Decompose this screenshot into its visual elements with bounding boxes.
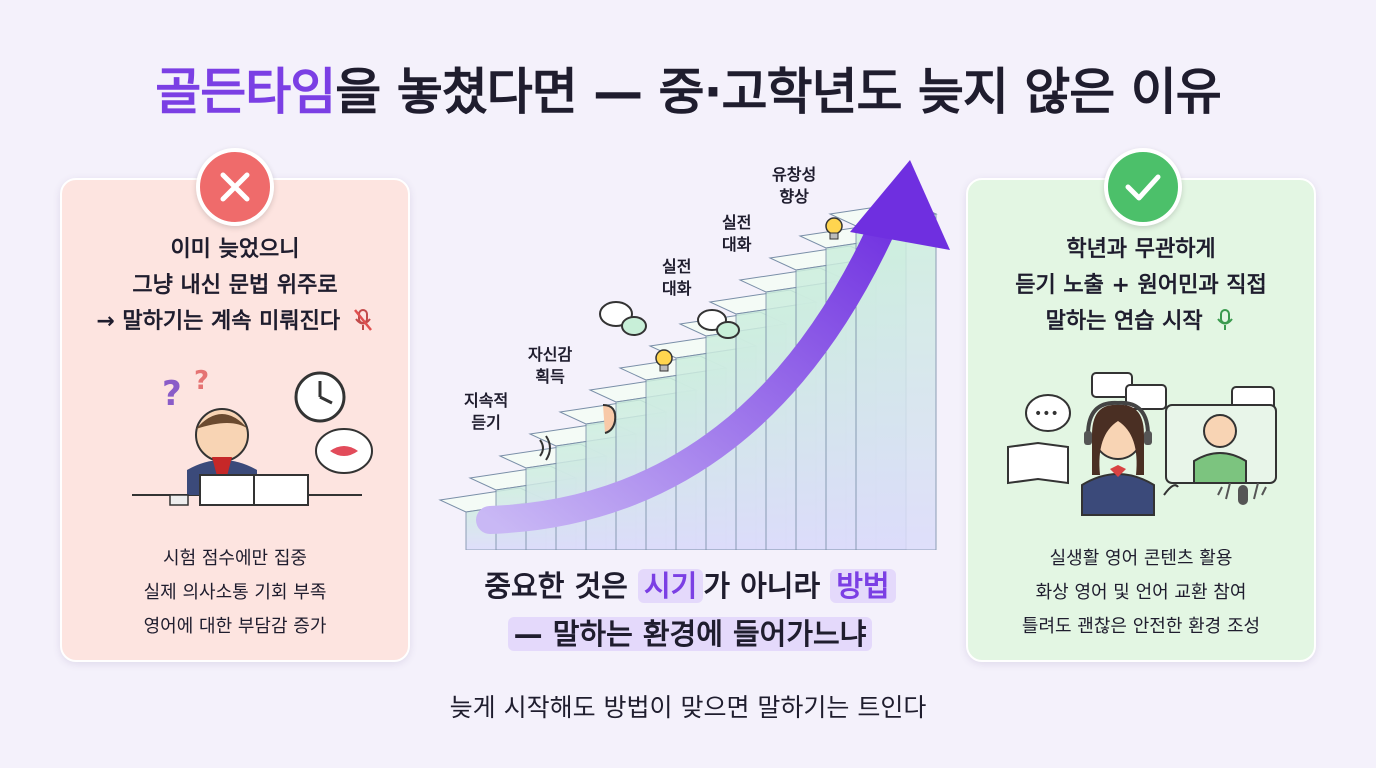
message-highlight: 방법	[830, 569, 896, 603]
step-label: 유창성 향상	[772, 164, 816, 208]
progress-stairs: 지속적 듣기 자신감 획득 실전 대화 실전 대화 유창성 향상	[430, 150, 960, 551]
svg-text:?: ?	[194, 366, 209, 396]
step-label-text: 실전 대화	[662, 257, 692, 298]
step-label-text: 실전 대화	[722, 213, 752, 254]
arrow-head	[850, 160, 950, 250]
svg-text:?: ?	[162, 374, 182, 414]
footer-tagline: 늦게 시작해도 방법이 맞으면 말하기는 트인다	[449, 693, 927, 722]
heading-line: 말하는 연습 시작	[968, 304, 1314, 340]
right-approach-panel: 학년과 무관하게 듣기 노출 + 원어민과 직접 말하는 연습 시작 •••	[966, 178, 1316, 662]
sound-icon	[539, 435, 551, 461]
point-item: 실제 의사소통 기회 부족	[143, 582, 327, 603]
page-title: 골든타임을 놓쳤다면 — 중·고학년도 늦지 않은 이유	[0, 52, 1376, 124]
right-approach-points: 실생활 영어 콘텐츠 활용 화상 영어 및 언어 교환 참여 틀려도 괜찮은 안…	[968, 542, 1314, 644]
chat-icon	[697, 309, 740, 339]
growth-arrow	[476, 196, 904, 534]
point-item: 실생활 영어 콘텐츠 활용	[1049, 548, 1233, 569]
lightbulb-icon	[655, 349, 673, 372]
heading-line: → 말하기는 계속 미뤄진다	[62, 304, 408, 340]
stressed-student-illustration: ? ?	[132, 366, 373, 506]
point-item: 화상 영어 및 언어 교환 참여	[1035, 582, 1247, 603]
title-highlight: 골든타임	[155, 63, 336, 121]
heading-line-text: → 말하기는 계속 미뤄진다	[96, 309, 341, 334]
video-call-student-illustration: •••	[1007, 372, 1277, 516]
step-label: 지속적 듣기	[464, 390, 508, 434]
wrong-approach-heading: 이미 늦었으니 그냥 내신 문법 위주로 → 말하기는 계속 미뤄진다	[62, 232, 408, 340]
svg-text:•••: •••	[1034, 406, 1059, 422]
message-text: 중요한 것은	[484, 569, 638, 603]
heading-line: 이미 늦었으니	[170, 237, 300, 262]
step-label-text: 자신감 획득	[528, 345, 573, 386]
point-item: 시험 점수에만 집중	[163, 548, 307, 569]
step-label-text: 유창성 향상	[772, 165, 817, 206]
message-text: — 말하는 환경에 들어가느냐	[507, 617, 873, 651]
wrong-approach-panel: 이미 늦었으니 그냥 내신 문법 위주로 → 말하기는 계속 미뤄진다 ? ? …	[60, 178, 410, 662]
check-icon	[1104, 148, 1182, 226]
muted-mic-icon	[353, 309, 372, 331]
point-item: 영어에 대한 부담감 증가	[143, 616, 327, 637]
wrong-approach-points: 시험 점수에만 집중 실제 의사소통 기회 부족 영어에 대한 부담감 증가	[62, 542, 408, 644]
mic-icon	[1217, 309, 1234, 330]
step-label-text: 지속적 듣기	[464, 391, 509, 432]
heading-line: 그냥 내신 문법 위주로	[132, 273, 338, 298]
x-icon	[196, 148, 274, 226]
chat-icon	[599, 301, 647, 336]
step-label: 자신감 획득	[528, 344, 572, 388]
lightbulb-icon	[825, 217, 843, 240]
ear-icon	[602, 404, 617, 434]
key-message-line-2: — 말하는 환경에 들어가느냐	[430, 610, 950, 658]
heading-line-text: 말하는 연습 시작	[1045, 309, 1203, 334]
step-label: 실전 대화	[722, 212, 751, 256]
title-rest: 을 놓쳤다면 — 중·고학년도 늦지 않은 이유	[335, 63, 1221, 121]
heading-line: 듣기 노출 + 원어민과 직접	[1015, 273, 1267, 298]
heading-line: 학년과 무관하게	[1066, 237, 1216, 262]
step-label: 실전 대화	[662, 256, 691, 300]
message-text: 가 아니라	[703, 569, 831, 603]
message-highlight: 시기	[637, 569, 704, 603]
point-item: 틀려도 괜찮은 안전한 환경 조성	[1021, 616, 1261, 637]
stairs-graphic	[438, 160, 950, 551]
right-approach-heading: 학년과 무관하게 듣기 노출 + 원어민과 직접 말하는 연습 시작	[968, 232, 1314, 340]
